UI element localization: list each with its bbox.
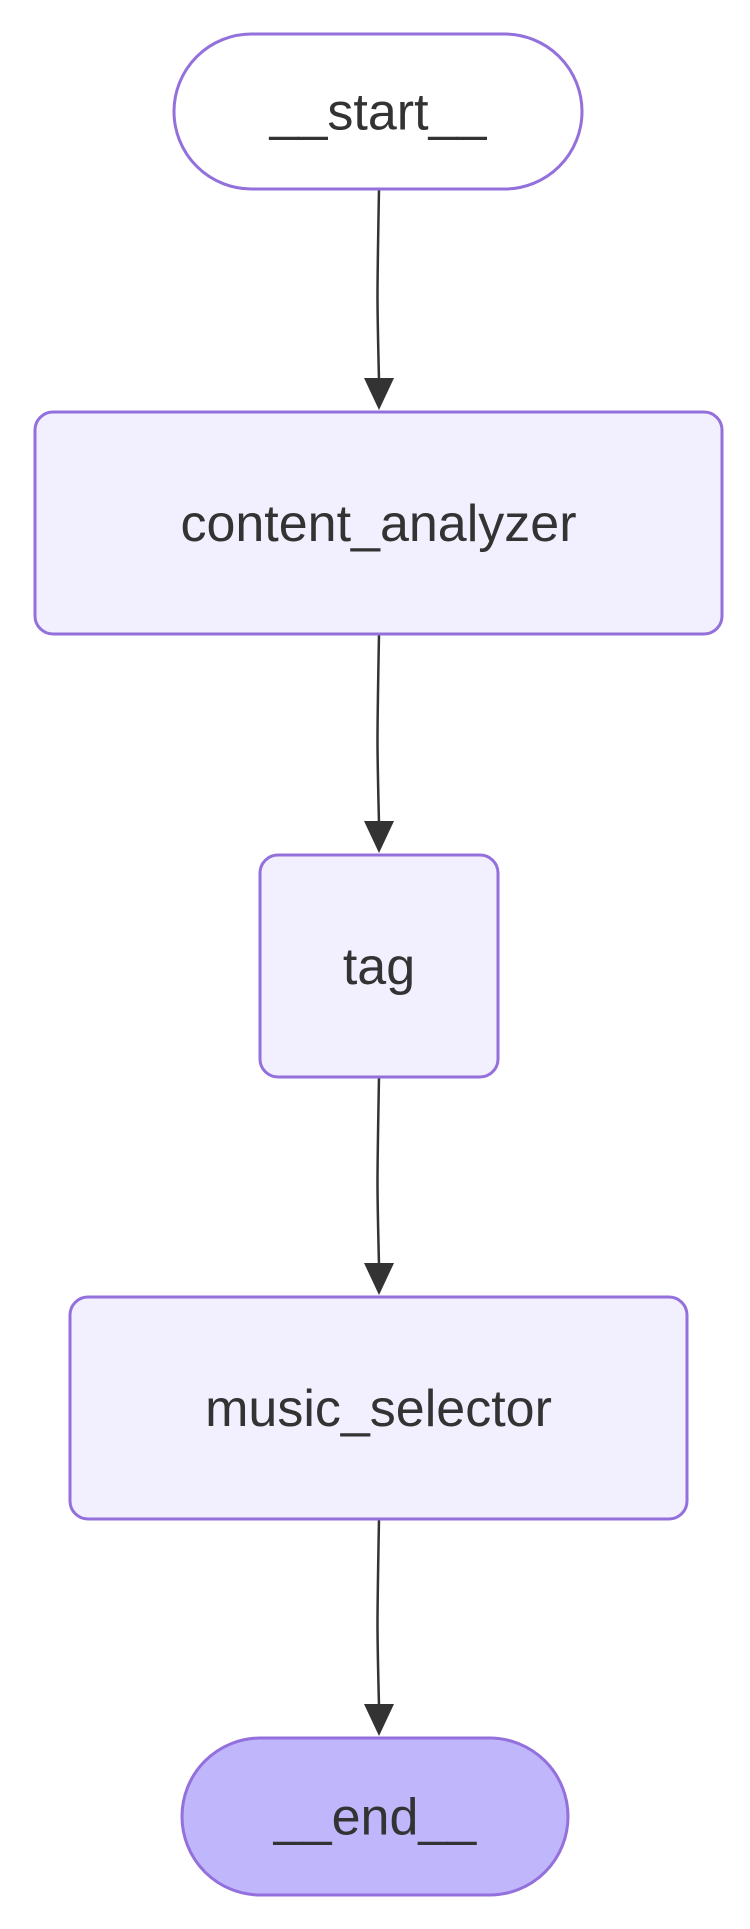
node-end[interactable]: __end__: [180, 1736, 570, 1897]
node-label: content_analyzer: [180, 495, 576, 553]
arrowhead-icon: [364, 1704, 394, 1736]
node-label: __end__: [273, 1789, 478, 1847]
edge-tag-to-music_selector: [376, 1076, 381, 1266]
node-shape: [33, 410, 724, 636]
arrowhead-icon: [364, 378, 394, 410]
node-music-selector[interactable]: music_selector: [68, 1295, 689, 1521]
node-tag[interactable]: tag: [258, 853, 500, 1079]
edge-content_analyzer-to-tag: [376, 633, 381, 824]
node-label: tag: [343, 938, 415, 996]
node-shape: [68, 1295, 689, 1521]
node-shape: [258, 853, 500, 1079]
node-shape: [172, 32, 584, 191]
arrowhead-icon: [364, 821, 394, 853]
node-label: __start__: [269, 84, 488, 142]
edge-music_selector-to-end: [376, 1518, 381, 1707]
arrowhead-icon: [364, 1263, 394, 1295]
node-label: music_selector: [205, 1380, 552, 1438]
edge-start-to-content_analyzer: [376, 188, 381, 381]
node-start[interactable]: __start__: [172, 32, 584, 191]
node-shape: [180, 1736, 570, 1897]
node-content-analyzer[interactable]: content_analyzer: [33, 410, 724, 636]
